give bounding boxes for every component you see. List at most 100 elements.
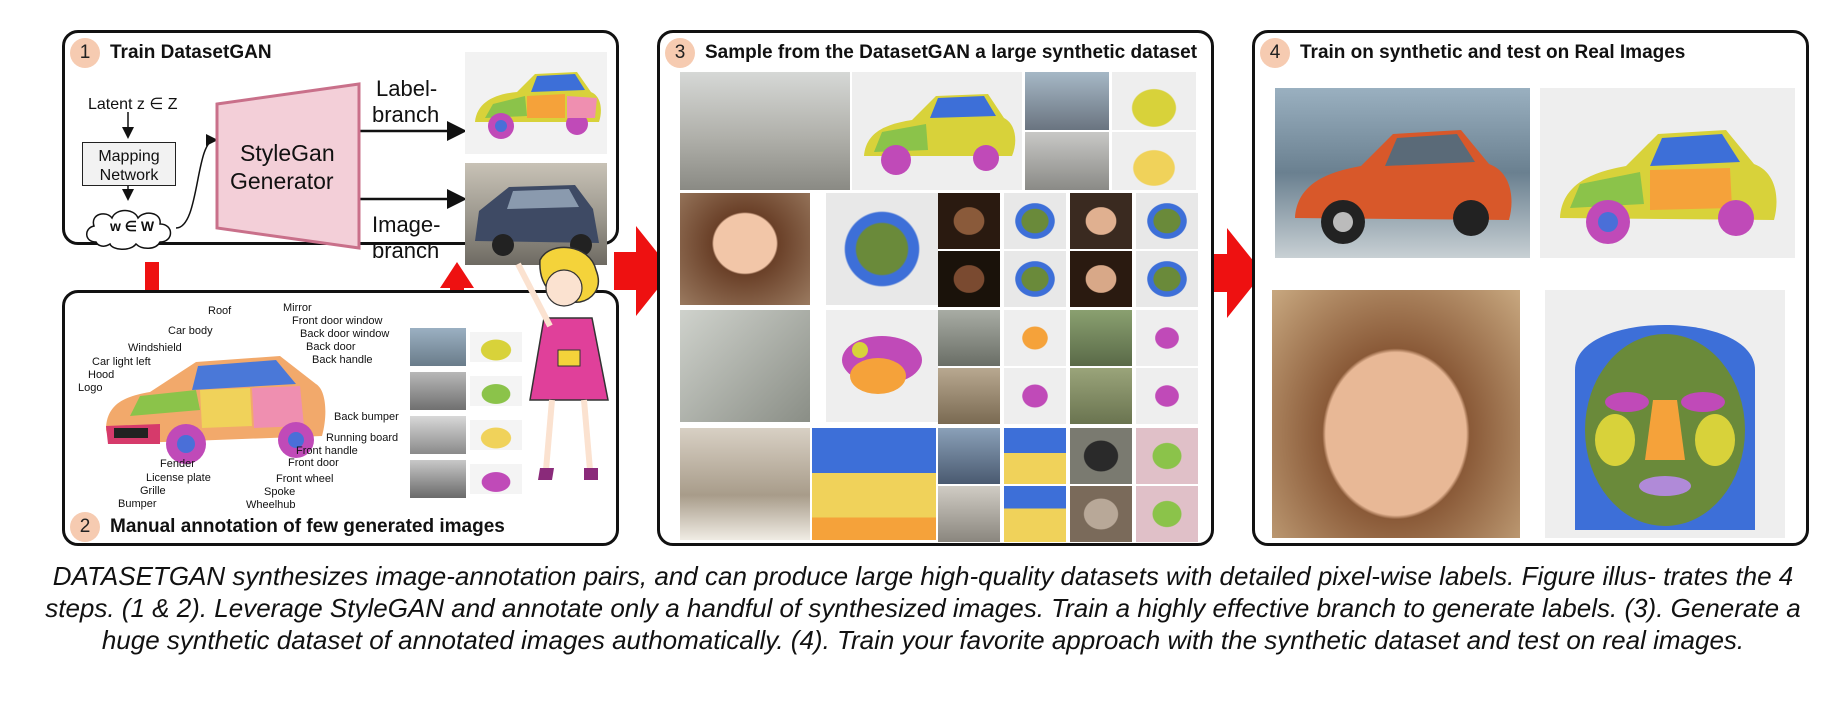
synthetic-car-photo-small-1 (1025, 72, 1109, 130)
part-front-handle: Front handle (296, 445, 358, 457)
annotation-thumb-label-2 (470, 376, 522, 406)
synthetic-bird-label-3 (1004, 368, 1066, 424)
synthetic-bird-label-large (826, 310, 938, 422)
image-branch-output-image (465, 163, 607, 265)
step-3-title: Sample from the DatasetGAN a large synth… (705, 42, 1198, 63)
part-mirror: Mirror (283, 302, 312, 314)
part-front-wheel: Front wheel (276, 473, 334, 485)
synthetic-face-label-1 (1004, 193, 1066, 249)
part-windshield: Windshield (128, 342, 182, 354)
cartoon-girl-illustration (515, 246, 609, 480)
synthetic-car-label-small-2 (1112, 132, 1196, 190)
step-4-header: 4 Train on synthetic and test on Real Im… (1260, 38, 1685, 68)
synthetic-bedroom-photo-1 (938, 428, 1000, 484)
red-arrow-right-1 (614, 226, 672, 316)
step-1-title: Train DatasetGAN (110, 42, 272, 63)
mapping-line1: Mapping (98, 148, 160, 165)
synthetic-bird-label-2 (1136, 310, 1198, 366)
annotation-thumb-label-3 (470, 420, 522, 450)
synthetic-face-label-3 (1004, 251, 1066, 307)
synthetic-car-photo-large (680, 72, 850, 190)
part-spoke: Spoke (264, 486, 296, 498)
synthetic-cat-label-1 (1136, 428, 1198, 484)
real-face-prediction (1545, 290, 1785, 538)
annotation-thumb-photo-3 (410, 416, 466, 454)
part-car-body: Car body (168, 325, 213, 337)
synthetic-car-photo-small-2 (1025, 132, 1109, 190)
synthetic-face-photo-4 (1070, 251, 1132, 307)
label-branch-line2: branch (372, 102, 440, 127)
w-space-cloud (86, 209, 172, 250)
real-car-photo (1275, 88, 1530, 258)
real-car-prediction (1540, 88, 1795, 258)
synthetic-bedroom-photo-large (680, 428, 810, 540)
step-4-title: Train on synthetic and test on Real Imag… (1300, 42, 1686, 63)
part-front-door: Front door (288, 457, 339, 469)
synthetic-bedroom-label-2 (1004, 486, 1066, 542)
part-logo: Logo (78, 382, 103, 394)
synthetic-bird-photo-3 (938, 368, 1000, 424)
annotation-thumb-photo-2 (410, 372, 466, 410)
part-bumper: Bumper (118, 498, 157, 510)
synthetic-cat-label-2 (1136, 486, 1198, 542)
part-back-handle: Back handle (312, 354, 373, 366)
latent-label: Latent z ∈ Z (88, 96, 178, 113)
synthetic-bird-photo-large (680, 310, 810, 422)
part-front-door-window: Front door window (292, 315, 383, 327)
synthetic-cat-photo-1 (1070, 428, 1132, 484)
step-1-badge: 1 (70, 38, 100, 68)
synthetic-face-label-4 (1136, 251, 1198, 307)
mapping-network-box: Mapping Network (82, 142, 176, 186)
step-2-badge: 2 (70, 512, 100, 542)
synthetic-cat-photo-2 (1070, 486, 1132, 542)
synthetic-bird-photo-1 (938, 310, 1000, 366)
mapping-line2: Network (99, 167, 159, 184)
part-hood: Hood (88, 369, 115, 381)
part-back-bumper: Back bumper (334, 411, 399, 423)
synthetic-bird-label-4 (1136, 368, 1198, 424)
label-branch-output-image (465, 52, 607, 154)
synthetic-face-photo-3 (938, 251, 1000, 307)
synthetic-face-photo-1 (938, 193, 1000, 249)
annotation-thumb-photo-4 (410, 460, 466, 498)
part-roof: Roof (208, 305, 232, 317)
red-arrow-right-2 (1205, 228, 1263, 318)
step-3-header: 3 Sample from the DatasetGAN a large syn… (665, 38, 1197, 68)
generator-line2: Generator (230, 168, 334, 194)
step-2-title: Manual annotation of few generated image… (110, 516, 505, 537)
synthetic-face-photo-large (680, 193, 810, 305)
synthetic-bird-photo-4 (1070, 368, 1132, 424)
stylegan-generator-trapezoid (215, 82, 361, 250)
synthetic-face-label-large (826, 193, 938, 305)
synthetic-bedroom-label-large (812, 428, 936, 540)
step-3-badge: 3 (665, 38, 695, 68)
label-branch-line1: Label- (376, 76, 438, 101)
part-license-plate: License plate (146, 472, 211, 484)
part-grille: Grille (140, 485, 166, 497)
part-car-light-left: Car light left (92, 356, 151, 368)
step-2-header: 2 Manual annotation of few generated ima… (70, 512, 505, 542)
synthetic-car-label-small-1 (1112, 72, 1196, 130)
annotation-thumb-label-1 (470, 332, 522, 362)
step-4-badge: 4 (1260, 38, 1290, 68)
step-1-header: 1 Train DatasetGAN (70, 38, 272, 68)
image-branch-line1: Image- (372, 212, 441, 237)
synthetic-face-label-2 (1136, 193, 1198, 249)
part-running-board: Running board (326, 432, 399, 444)
annotation-thumb-photo-1 (410, 328, 466, 366)
part-back-door-window: Back door window (300, 328, 390, 340)
synthetic-bedroom-photo-2 (938, 486, 1000, 542)
real-face-photo (1272, 290, 1520, 538)
generator-line1: StyleGan (240, 140, 335, 166)
synthetic-bedroom-label-1 (1004, 428, 1066, 484)
image-branch-line2: branch (372, 238, 440, 263)
part-wheelhub: Wheelhub (246, 499, 296, 511)
annotation-thumb-label-4 (470, 464, 522, 494)
figure-caption: DATASETGAN synthesizes image-annotation … (45, 561, 1801, 655)
synthetic-car-label-large (852, 72, 1022, 190)
synthetic-bird-photo-2 (1070, 310, 1132, 366)
annotated-car-illustration (106, 356, 326, 464)
part-back-door: Back door (306, 341, 356, 353)
w-space-label: w ∈ W (110, 218, 155, 234)
